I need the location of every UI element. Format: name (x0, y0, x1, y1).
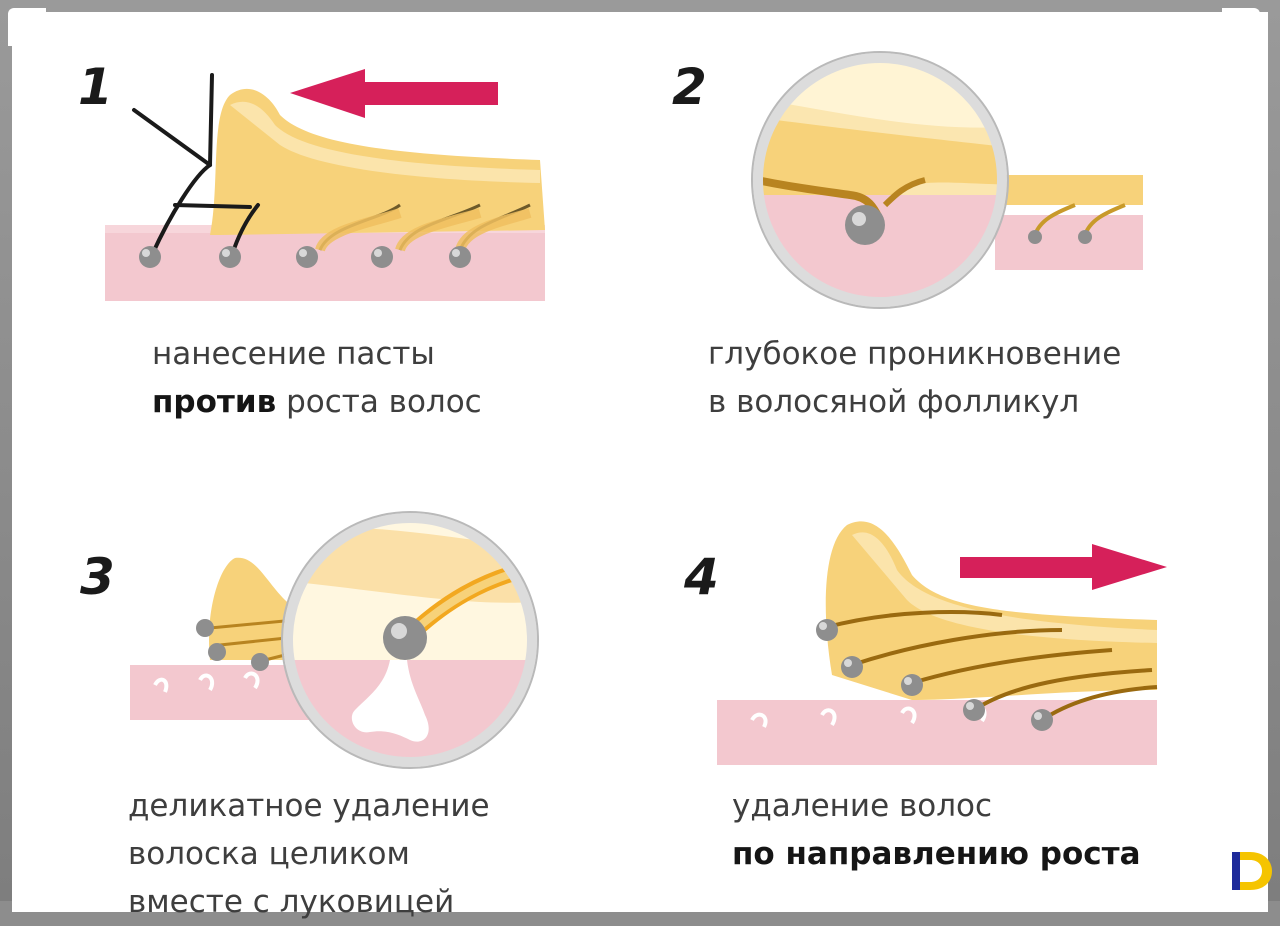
step-1-caption-line2: против роста волос (152, 378, 482, 426)
step-3-caption: деликатное удаление волоска целиком вмес… (128, 782, 490, 926)
brand-logo-icon[interactable] (1226, 846, 1276, 896)
crop-corner-top-right (1222, 8, 1260, 46)
step-3-caption-line2: волоска целиком (128, 836, 410, 872)
step-3-caption-line3: вместе с луковицей (128, 884, 455, 920)
step-3-caption-line1: деликатное удаление (128, 788, 490, 824)
magnifier-circle-icon (758, 58, 1002, 302)
step-1-illustration (105, 69, 545, 301)
step-2-caption-line2: в волосяной фолликул (708, 384, 1080, 420)
step-4-caption: удаление волос по направлению роста (732, 782, 1141, 878)
step-4-illustration (717, 521, 1167, 765)
step-1-caption-rest: роста волос (276, 384, 482, 420)
step-1-caption-line1: нанесение пасты (152, 336, 435, 372)
arrow-right-icon (960, 544, 1167, 590)
step-3-number: 3 (80, 548, 115, 606)
step-1-caption-bold: против (152, 384, 277, 420)
step-2-number: 2 (672, 58, 707, 116)
step-4-caption-line1: удаление волос (732, 788, 993, 824)
step-2-illustration (751, 51, 1143, 309)
step-2-caption-line1: глубокое проникновение (708, 336, 1122, 372)
step-2-caption: глубокое проникновение в волосяной фолли… (708, 330, 1121, 426)
crop-corner-top-left (8, 8, 46, 46)
step-4-number: 4 (684, 548, 719, 606)
step-1-caption: нанесение пасты против роста волос (152, 330, 482, 426)
step-3-illustration (130, 511, 539, 769)
arrow-left-icon (290, 69, 498, 118)
step-4-caption-line2: по направлению роста (732, 830, 1141, 878)
step-1-number: 1 (78, 58, 113, 116)
step-4-caption-bold: по направлению роста (732, 836, 1141, 872)
